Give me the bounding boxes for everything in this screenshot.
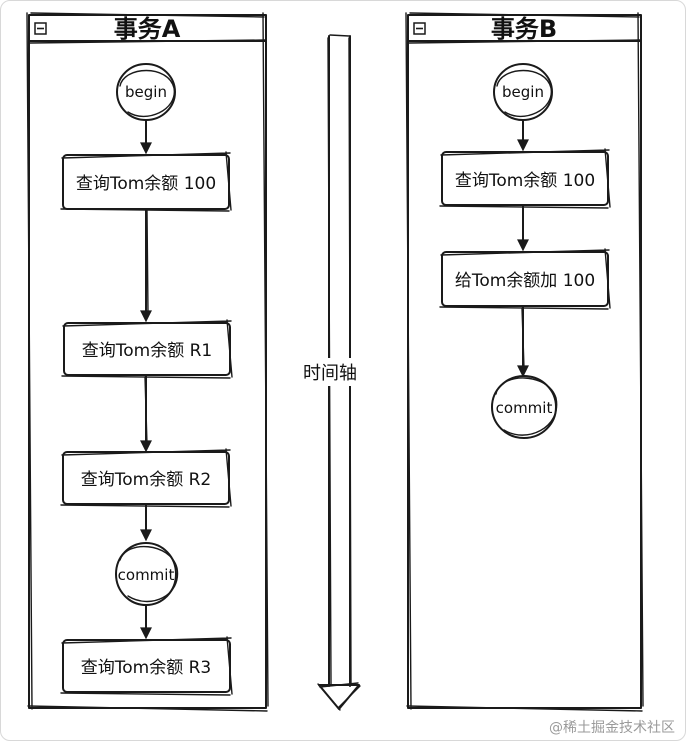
time-axis: 时间轴 bbox=[300, 34, 361, 711]
begin-node: begin bbox=[116, 63, 176, 121]
lane-transaction-b: 事务B begin 查询Tom余额 100 给Tom余额加 100 bbox=[405, 12, 644, 712]
query-balance-label: 查询Tom余额 R1 bbox=[82, 341, 213, 361]
query-balance-box: 查询Tom余额 R3 bbox=[60, 636, 233, 696]
watermark: @稀土掘金技术社区 bbox=[549, 720, 675, 736]
query-balance-label: 查询Tom余额 100 bbox=[76, 174, 216, 194]
lane-a-title: 事务A bbox=[114, 15, 181, 43]
query-balance-box: 查询Tom余额 100 bbox=[439, 148, 611, 209]
lane-b-title: 事务B bbox=[491, 15, 557, 43]
query-balance-label: 查询Tom余额 R3 bbox=[81, 658, 212, 678]
time-axis-label: 时间轴 bbox=[303, 363, 357, 384]
commit-label: commit bbox=[496, 399, 553, 417]
query-balance-box: 查询Tom余额 R1 bbox=[61, 319, 233, 379]
query-balance-label: 查询Tom余额 R2 bbox=[81, 470, 212, 490]
commit-label: commit bbox=[118, 566, 175, 584]
begin-node: begin bbox=[493, 63, 553, 121]
update-balance-box: 给Tom余额加 100 bbox=[439, 248, 611, 310]
query-balance-box: 查询Tom余额 100 bbox=[60, 151, 232, 212]
begin-label: begin bbox=[125, 83, 167, 101]
collapse-icon[interactable] bbox=[34, 22, 47, 35]
query-balance-box: 查询Tom余额 R2 bbox=[60, 448, 232, 508]
begin-label: begin bbox=[502, 83, 544, 101]
commit-node: commit bbox=[115, 542, 179, 606]
collapse-icon[interactable] bbox=[413, 22, 426, 35]
update-balance-label: 给Tom余额加 100 bbox=[455, 271, 595, 291]
query-balance-label: 查询Tom余额 100 bbox=[455, 171, 595, 191]
commit-node: commit bbox=[491, 375, 558, 439]
lane-transaction-a: 事务A begin 查询Tom余额 100 查询Tom余额 R1 bbox=[26, 12, 269, 712]
